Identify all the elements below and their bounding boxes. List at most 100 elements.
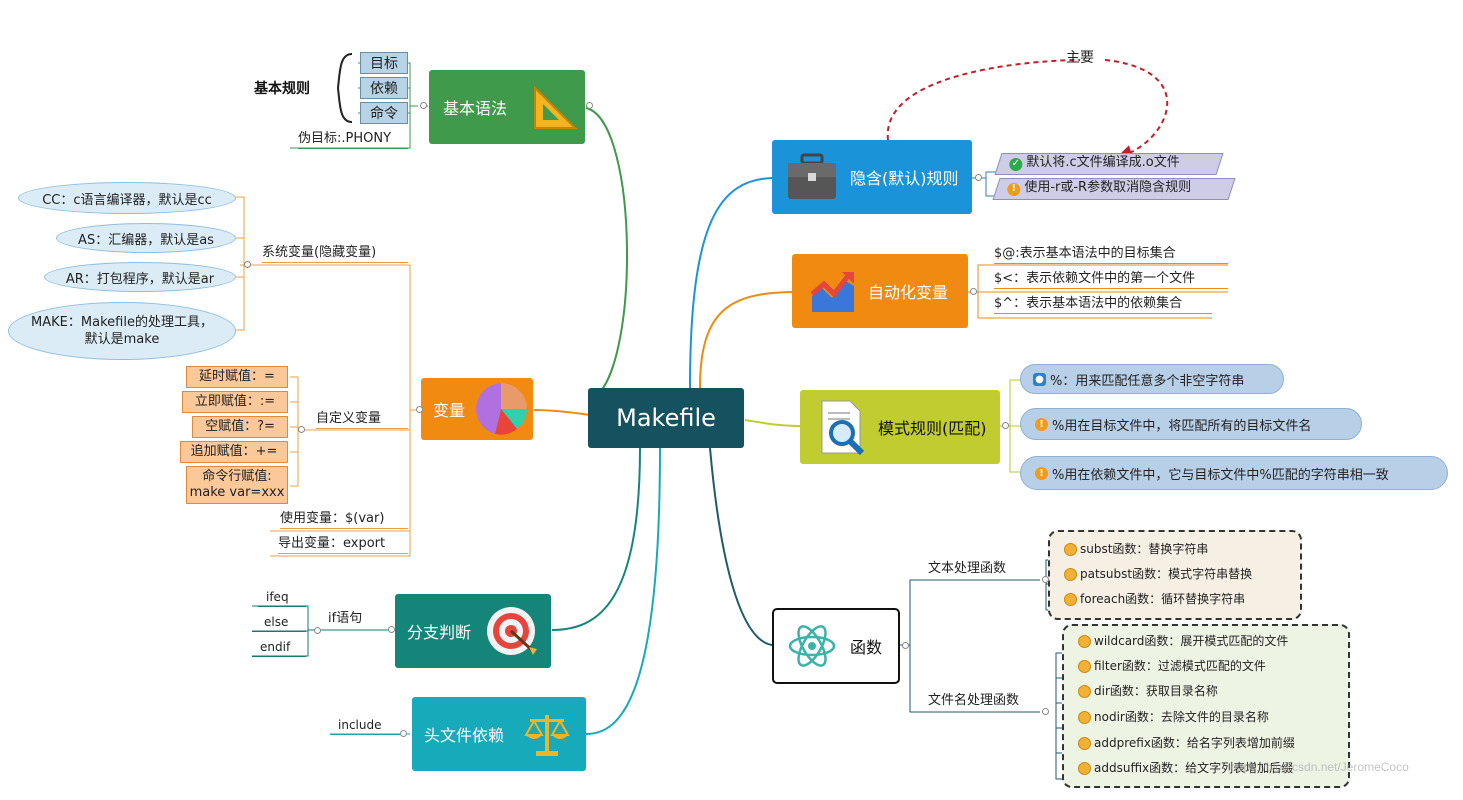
target-item: 目标 xyxy=(360,52,408,74)
collapse-dot[interactable] xyxy=(388,626,395,633)
collapse-dot[interactable] xyxy=(975,174,982,181)
text-functions-box xyxy=(1048,530,1302,620)
branch-label: 分支判断 xyxy=(407,623,472,642)
phony-item: 伪目标:.PHONY xyxy=(298,130,408,149)
collapse-dot[interactable] xyxy=(1002,422,1009,429)
pattern-target-text: %用在目标文件中，将匹配所有的目标文件名 xyxy=(1052,418,1312,434)
center-label: Makefile xyxy=(616,404,716,432)
use-var-item: 使用变量：$(var) xyxy=(280,510,408,529)
variables-node[interactable]: 变量 xyxy=(421,378,533,440)
pattern-rules-label: 模式规则(匹配) xyxy=(878,419,987,438)
collapse-dot[interactable] xyxy=(416,406,423,413)
export-var-item: 导出变量：export xyxy=(278,535,408,554)
pattern-target-item: ! %用在目标文件中，将匹配所有的目标文件名 xyxy=(1020,408,1362,440)
wildcard-item: wildcard函数：展开模式匹配的文件 xyxy=(1078,632,1288,650)
wildcard-text: wildcard函数：展开模式匹配的文件 xyxy=(1094,634,1289,648)
subst-text: subst函数：替换字符串 xyxy=(1080,542,1209,556)
warning-icon: ! xyxy=(1007,182,1021,196)
subst-item: subst函数：替换字符串 xyxy=(1064,540,1208,558)
immediate-assign-item: 立即赋值：:= xyxy=(182,391,288,413)
cmdline-line2: make var=xxx xyxy=(189,485,285,500)
basic-syntax-node[interactable]: 基本语法 xyxy=(429,70,585,144)
pattern-percent-item: ● %：用来匹配任意多个非空字符串 xyxy=(1020,364,1284,394)
auto-var-first-dep: $<：表示依赖文件中的第一个文件 xyxy=(994,270,1228,289)
variables-label: 变量 xyxy=(433,401,466,420)
center-node[interactable]: Makefile xyxy=(588,388,744,448)
patsubst-text: patsubst函数：模式字符串替换 xyxy=(1080,567,1253,581)
dir-text: dir函数：获取目录名称 xyxy=(1094,684,1218,698)
append-assign-item: 追加赋值：+= xyxy=(180,441,288,463)
compile-c-to-o-text: 默认将.c文件编译成.o文件 xyxy=(1026,155,1180,170)
implicit-rules-label: 隐含(默认)规则 xyxy=(850,169,959,188)
main-label: 主要 xyxy=(1066,50,1094,66)
pie-chart-icon xyxy=(476,383,528,435)
null-assign-item: 空赋值：?= xyxy=(192,416,288,438)
ifeq-item: ifeq xyxy=(258,588,306,607)
set-square-icon xyxy=(534,85,578,129)
trending-up-chart-icon xyxy=(810,272,854,312)
include-item: include xyxy=(330,716,400,735)
basic-syntax-label: 基本语法 xyxy=(443,99,508,118)
pattern-dep-item: ! %用在依赖文件中，它与目标文件中%匹配的字符串相一致 xyxy=(1020,456,1448,490)
auto-var-all-deps: $^：表示基本语法中的依赖集合 xyxy=(994,295,1212,314)
filename-functions-box xyxy=(1062,624,1350,788)
foreach-item: foreach函数：循环替换字符串 xyxy=(1064,590,1245,608)
collapse-dot[interactable] xyxy=(314,627,321,634)
smile-icon xyxy=(1064,568,1077,581)
patsubst-item: patsubst函数：模式字符串替换 xyxy=(1064,565,1252,583)
functions-node[interactable]: 函数 xyxy=(772,608,900,684)
warning-icon: ! xyxy=(1035,417,1048,431)
cmdline-assign-item: 命令行赋值: make var=xxx xyxy=(186,466,288,504)
endif-item: endif xyxy=(252,638,306,657)
make-item: MAKE：Makefile的处理工具， 默认是make xyxy=(8,302,236,360)
watermark: https://blog.csdn.net/JeromeCoco xyxy=(1230,760,1409,774)
custom-vars-label: 自定义变量 xyxy=(316,410,408,429)
foreach-text: foreach函数：循环替换字符串 xyxy=(1080,592,1246,606)
auto-vars-node[interactable]: 自动化变量 xyxy=(792,254,968,328)
functions-label: 函数 xyxy=(850,638,883,657)
nodir-item: nodir函数：去除文件的目录名称 xyxy=(1078,708,1269,726)
as-item: AS：汇编器，默认是as xyxy=(56,223,236,253)
collapse-dot[interactable] xyxy=(1042,708,1049,715)
compile-c-to-o-item: ✓默认将.c文件编译成.o文件 xyxy=(994,153,1224,175)
collapse-dot[interactable] xyxy=(1042,576,1049,583)
cmdline-line1: 命令行赋值: xyxy=(202,469,272,484)
collapse-dot[interactable] xyxy=(244,261,251,268)
collapse-dot[interactable] xyxy=(902,642,909,649)
filename-functions-label: 文件名处理函数 xyxy=(928,693,1020,708)
addsuffix-text: addsuffix函数：给文字列表增加后缀 xyxy=(1094,761,1294,775)
header-dep-node[interactable]: 头文件依赖 xyxy=(412,697,586,771)
addprefix-item: addprefix函数：给名字列表增加前缀 xyxy=(1078,734,1295,752)
collapse-dot[interactable] xyxy=(970,288,977,295)
ar-item: AR：打包程序，默认是ar xyxy=(44,262,236,292)
smile-icon xyxy=(1078,711,1091,724)
search-document-icon xyxy=(821,400,865,455)
implicit-rules-node[interactable]: 隐含(默认)规则 xyxy=(772,140,972,214)
cancel-implicit-text: 使用-r或-R参数取消隐含规则 xyxy=(1024,180,1192,195)
smile-icon xyxy=(1064,543,1077,556)
system-vars-label: 系统变量(隐藏变量) xyxy=(262,244,408,263)
smile-icon xyxy=(1078,685,1091,698)
dependency-item: 依赖 xyxy=(360,77,408,99)
collapse-dot[interactable] xyxy=(420,102,427,109)
command-item: 命令 xyxy=(360,102,408,124)
nodir-text: nodir函数：去除文件的目录名称 xyxy=(1094,710,1269,724)
basic-rule-label: 基本规则 xyxy=(254,81,310,97)
scale-icon xyxy=(524,715,570,756)
auto-var-target: $@:表示基本语法中的目标集合 xyxy=(994,245,1228,264)
collapse-dot[interactable] xyxy=(298,426,305,433)
dir-item: dir函数：获取目录名称 xyxy=(1078,682,1218,700)
warning-icon: ! xyxy=(1035,466,1048,480)
auto-vars-label: 自动化变量 xyxy=(868,283,949,302)
addprefix-text: addprefix函数：给名字列表增加前缀 xyxy=(1094,736,1295,750)
pattern-rules-node[interactable]: 模式规则(匹配) xyxy=(800,390,1000,464)
pattern-percent-text: %：用来匹配任意多个非空字符串 xyxy=(1050,373,1245,389)
smile-icon xyxy=(1078,762,1091,775)
user-icon: ● xyxy=(1033,372,1046,386)
cancel-implicit-item: !使用-r或-R参数取消隐含规则 xyxy=(992,178,1236,200)
branch-node[interactable]: 分支判断 xyxy=(395,594,551,668)
collapse-dot[interactable] xyxy=(400,730,407,737)
smile-icon xyxy=(1078,660,1091,673)
filter-item: filter函数：过滤模式匹配的文件 xyxy=(1078,657,1266,675)
collapse-dot[interactable] xyxy=(586,102,593,109)
